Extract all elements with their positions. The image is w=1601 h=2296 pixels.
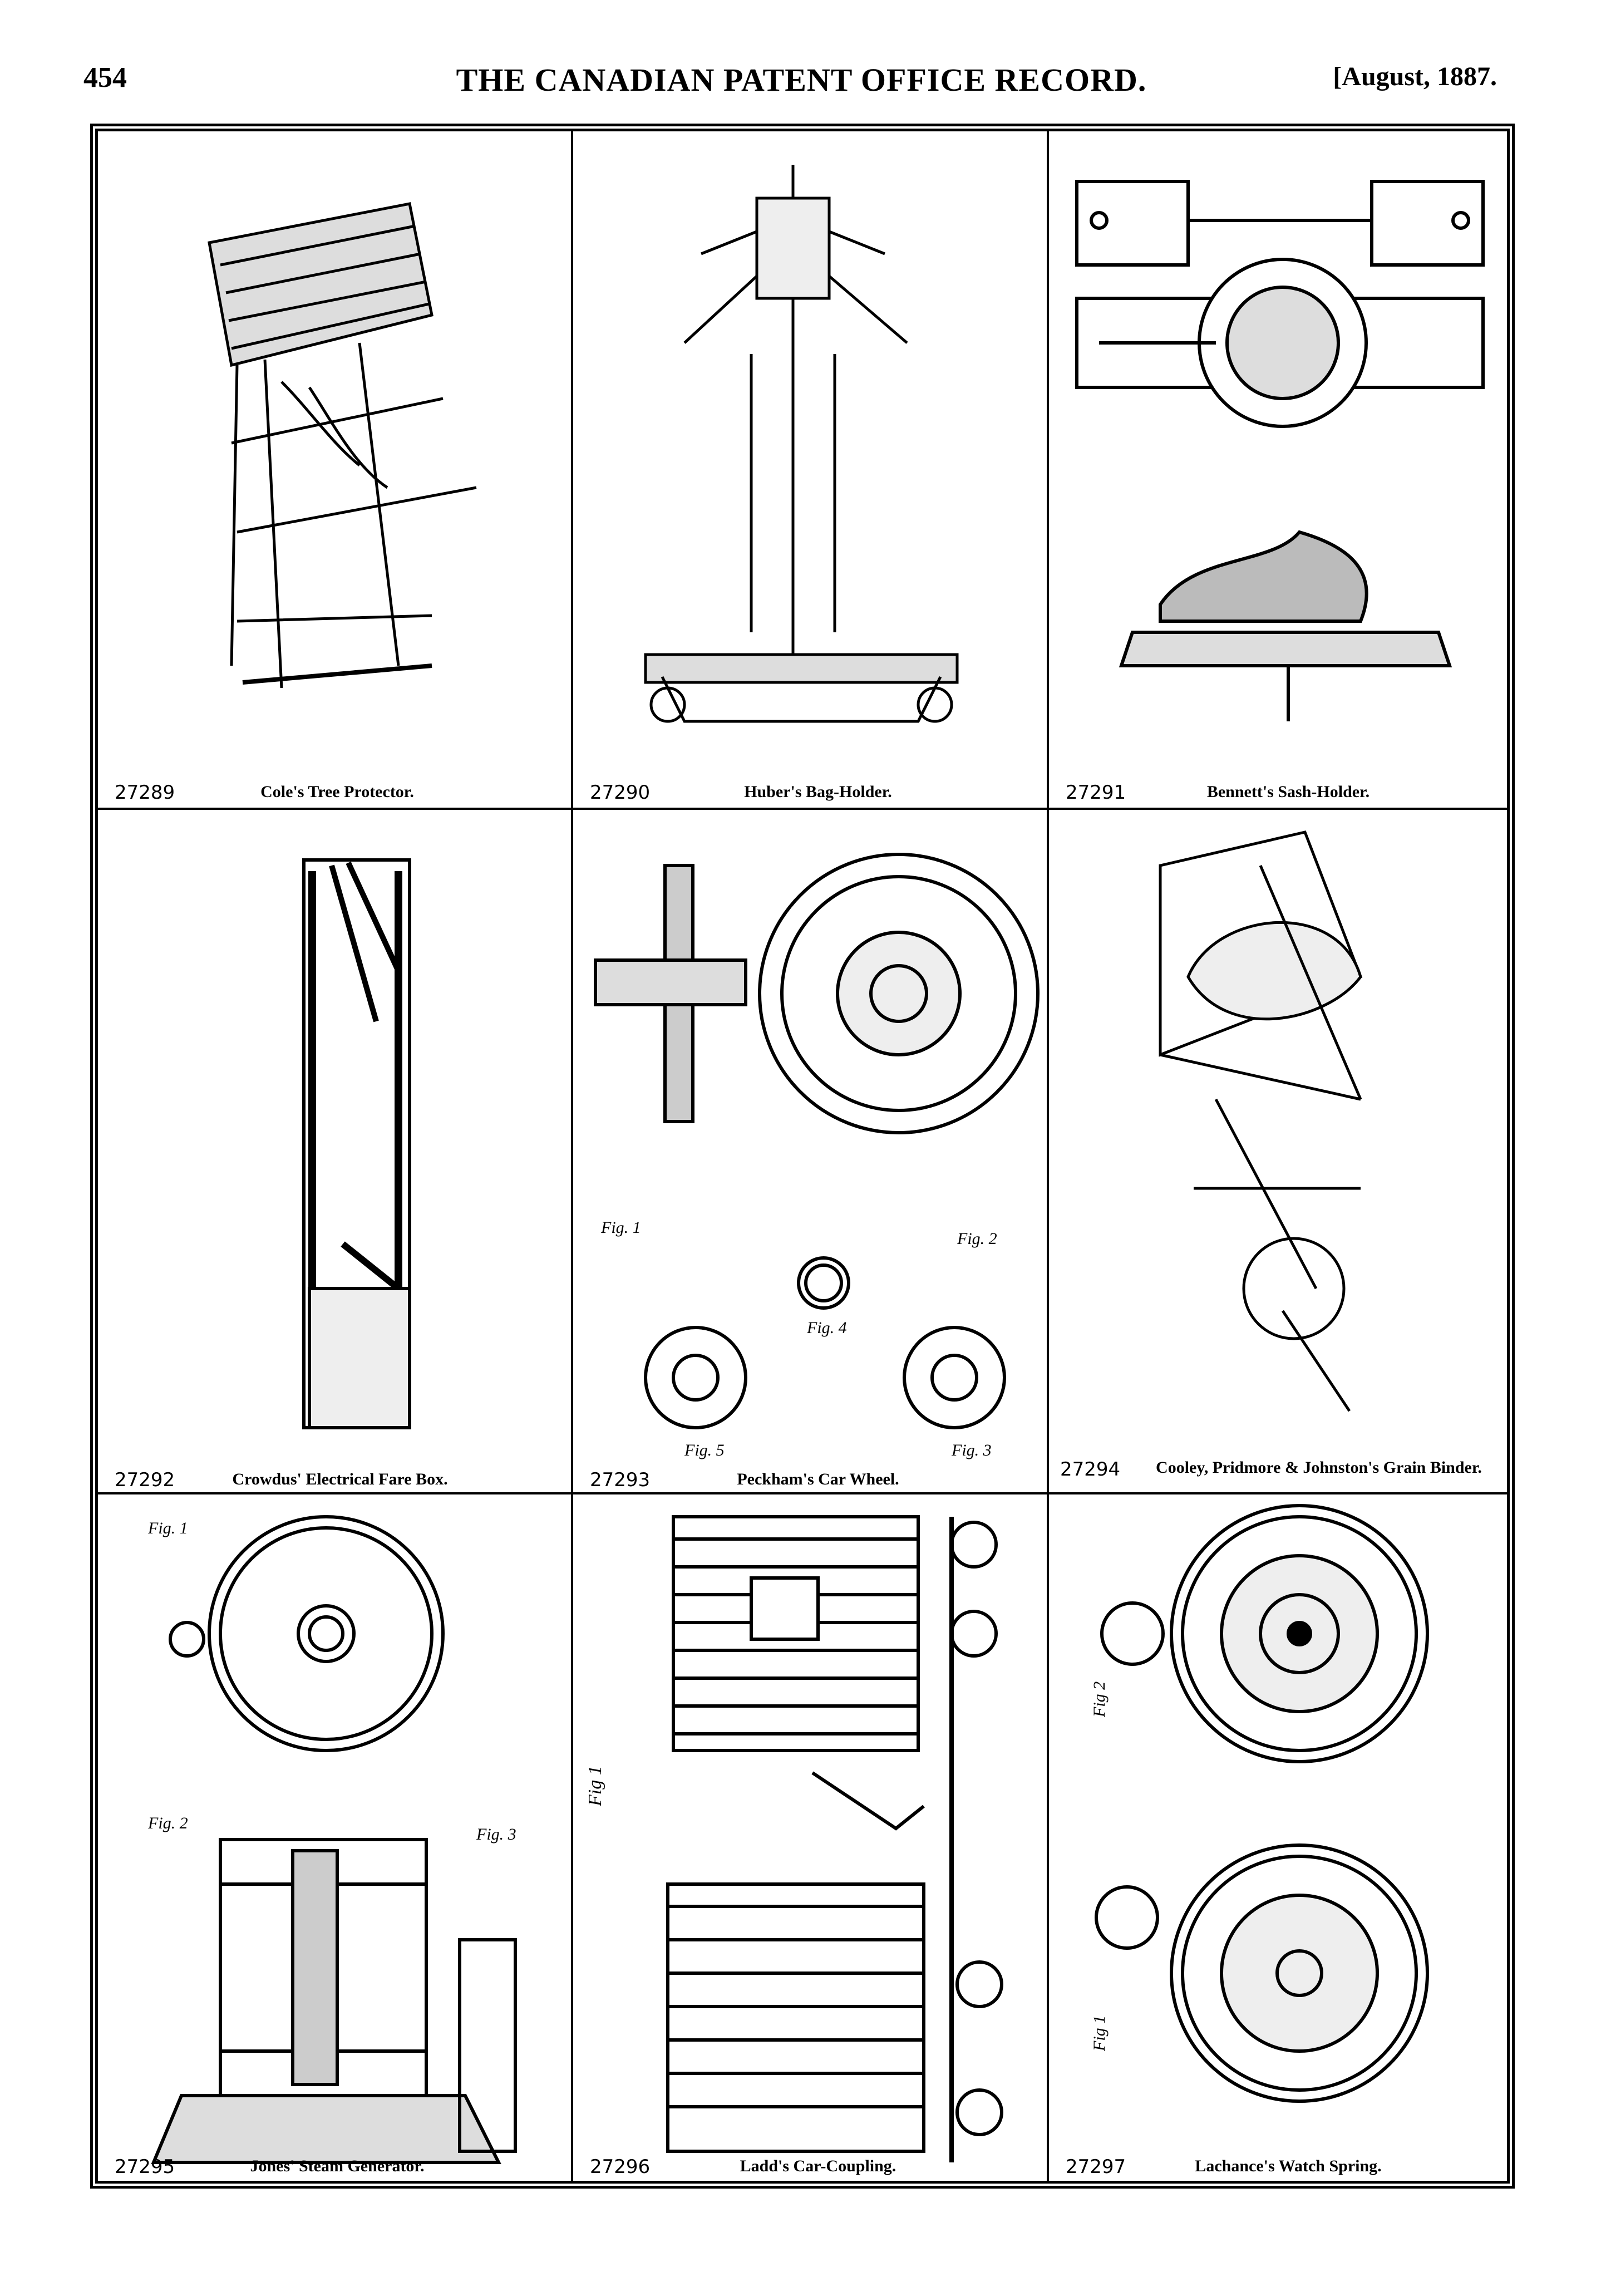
patent-cell-27289: 27289 Cole's Tree Protector.	[98, 131, 571, 808]
row-divider	[98, 808, 1507, 810]
patent-cell-27293: Fig. 1 Fig. 2 Fig. 4 Fig. 5 Fig. 3 27293…	[573, 810, 1047, 1492]
figure-label: Fig. 2	[147, 1814, 188, 1832]
fare-box-illustration	[302, 858, 411, 1429]
patent-title: Bennett's Sash-Holder.	[1206, 783, 1370, 801]
patent-title: Peckham's Car Wheel.	[737, 1470, 899, 1488]
patent-title: Cole's Tree Protector.	[260, 783, 414, 801]
grain-binder-illustration	[1159, 830, 1363, 1412]
journal-title: THE CANADIAN PATENT OFFICE RECORD.	[456, 62, 1147, 98]
figure-label: Fig. 4	[806, 1319, 847, 1337]
tree-protector-illustration	[208, 202, 477, 689]
patent-cell-27291: 27291 Bennett's Sash-Holder.	[1049, 131, 1515, 808]
column-divider	[571, 131, 573, 2181]
patent-title: Lachance's Watch Spring.	[1195, 2157, 1382, 2175]
patent-title: Crowdus' Electrical Fare Box.	[232, 1470, 448, 1488]
figure-label: Fig. 2	[957, 1230, 997, 1248]
patent-cell-27297: Fig 2 Fig 1 27297 Lachance's Watch Sprin…	[1049, 1494, 1515, 2181]
plate-frame: 27289 Cole's Tree Protector. 27290 Huber…	[90, 124, 1515, 2189]
sash-holder-illustration	[1075, 180, 1485, 721]
patent-title: Ladd's Car-Coupling.	[740, 2157, 896, 2175]
figure-label: Fig. 3	[951, 1441, 992, 1459]
page-number: 454	[83, 62, 127, 94]
patent-cell-27296: Fig 1 27296 Ladd's Car-Coupling.	[573, 1494, 1047, 2181]
patent-title: Jones' Steam Generator.	[250, 2157, 425, 2175]
patent-number: 27291	[1066, 781, 1126, 804]
figure-label: Fig. 1	[147, 1519, 188, 1537]
row-divider	[98, 1492, 1507, 1494]
watch-spring-illustration: Fig 2 Fig 1	[1090, 1504, 1429, 2103]
patent-cell-27290: 27290 Huber's Bag-Holder.	[573, 131, 1047, 808]
figure-label: Fig 2	[1090, 1682, 1109, 1718]
patent-number: 27294	[1060, 1458, 1121, 1481]
patent-number: 27296	[590, 2156, 651, 2178]
page-header: 454 THE CANADIAN PATENT OFFICE RECORD. […	[83, 56, 1519, 117]
patent-number: 27295	[115, 2156, 175, 2178]
patent-number: 27293	[590, 1469, 651, 1491]
bag-holder-illustration	[644, 165, 959, 723]
patent-number: 27292	[115, 1469, 175, 1491]
car-wheel-illustration: Fig. 1 Fig. 2 Fig. 4 Fig. 5 Fig. 3	[594, 853, 1040, 1459]
figure-label: Fig 1	[585, 1766, 605, 1807]
patent-cell-27292: 27292 Crowdus' Electrical Fare Box.	[98, 810, 571, 1492]
patent-number: 27290	[590, 781, 651, 804]
plate-grid: 27289 Cole's Tree Protector. 27290 Huber…	[98, 131, 1507, 2181]
patent-number: 27297	[1066, 2156, 1126, 2178]
patent-cell-27294: 27294 Cooley, Pridmore & Johnston's Grai…	[1049, 810, 1515, 1492]
figure-label: Fig. 5	[684, 1441, 725, 1459]
patent-cell-27295: Fig. 1 Fig. 2 Fig. 3 27295 Jones' Steam …	[98, 1494, 571, 2181]
patent-title: Cooley, Pridmore & Johnston's Grain Bind…	[1156, 1458, 1482, 1477]
steam-generator-illustration: Fig. 1 Fig. 2 Fig. 3	[147, 1515, 517, 2164]
car-coupling-illustration: Fig 1	[585, 1515, 1003, 2162]
figure-label: Fig. 3	[476, 1825, 516, 1843]
column-divider	[1047, 131, 1049, 2181]
patent-title: Huber's Bag-Holder.	[744, 783, 892, 801]
issue-date: [August, 1887.	[1333, 62, 1497, 91]
figure-label: Fig. 1	[600, 1218, 641, 1237]
figure-label: Fig 1	[1090, 2015, 1109, 2052]
patent-number: 27289	[115, 781, 175, 804]
